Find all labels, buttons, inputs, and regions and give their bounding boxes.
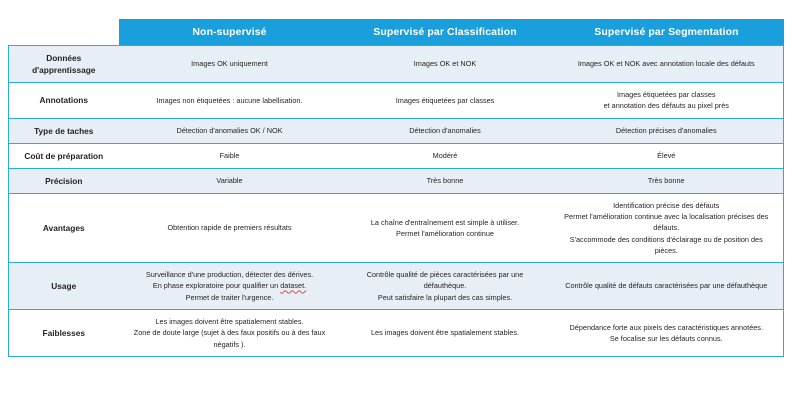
cell-unsupervised: Images non étiquetées : aucune labellisa… (118, 82, 341, 119)
header-cell-non-supervise: Non-supervisé (118, 19, 341, 46)
cell-line: Images OK uniquement (191, 59, 268, 69)
cell-line: Zone de doute large (sujet à des faux po… (133, 328, 326, 349)
cell-line: La chaîne d'entraînement est simple à ut… (370, 217, 520, 227)
cell-line: Images étiquetées par classes (395, 95, 495, 105)
table-row: Données d'apprentissage Images OK uniqueme… (8, 44, 784, 84)
cell-line: Contrôle qualité de défauts caractérisée… (565, 281, 768, 291)
cell-line: Contrôle qualité de pièces caractérisées… (366, 270, 524, 291)
row-label-cell: Avantages (8, 192, 119, 264)
cell-classification: Les images doivent être spatialement sta… (340, 309, 550, 357)
cell-line: Se focalise sur les défauts connus. (609, 333, 723, 343)
table-row: Précision Variable Très bonne Très bonne (8, 167, 784, 194)
comparison-table-container: Non-supervisé Supervisé par Classificati… (8, 19, 784, 357)
cell-segmentation: Détection précises d'anomalies (549, 117, 784, 144)
cell-line: Les images doivent être spatialement sta… (370, 328, 520, 338)
cell-line: Dépendance forte aux pixels des caractér… (569, 322, 764, 332)
cell-line: Faible (219, 151, 240, 160)
cell-segmentation: Contrôle qualité de défauts caractérisée… (549, 262, 784, 311)
cell-unsupervised: Les images doivent être spatialement sta… (118, 309, 341, 357)
cell-unsupervised: Détection d'anomalies OK / NOK (118, 117, 341, 144)
cell-classification: Images OK et NOK (340, 44, 550, 84)
cell-line: Identification précise des défauts (613, 200, 720, 210)
header-row: Non-supervisé Supervisé par Classificati… (8, 19, 784, 46)
table-row: Faiblesses Les images doivent être spatia… (8, 309, 784, 357)
header-cell-supervise-segmentation: Supervisé par Segmentation (549, 19, 784, 46)
table-body: Données d'apprentissage Images OK uniqueme… (8, 44, 784, 357)
cell-segmentation: Dépendance forte aux pixels des caractér… (549, 309, 784, 357)
row-label-line: Annotations (39, 95, 88, 106)
cell-line: Variable (216, 176, 243, 186)
cell-line: Permet de traiter l'urgence. (185, 292, 274, 302)
row-label-cell: Usage (8, 262, 119, 311)
cell-unsupervised: Images OK uniquement (118, 44, 341, 84)
cell-line: Détection d'anomalies OK / NOK (176, 125, 283, 135)
cell-line: Obtention rapide de premiers résultats (167, 223, 292, 233)
row-label-line: Avantages (42, 222, 85, 233)
cell-line: Élevé (657, 151, 676, 160)
comparison-table: Non-supervisé Supervisé par Classificati… (8, 19, 784, 357)
header-cell-corner (8, 19, 119, 46)
table-row: Coût de préparation Faible Modéré Élevé (8, 142, 784, 169)
cell-classification: Modéré (340, 142, 550, 169)
cell-segmentation: Très bonne (549, 167, 784, 194)
cell-segmentation: Images OK et NOK avec annotation locale … (549, 44, 784, 84)
cell-line: Images étiquetées par classes (616, 90, 716, 100)
cell-line: Très bonne (426, 176, 464, 186)
cell-line: et annotation des défauts au pixel près (603, 101, 729, 111)
cell-unsupervised: Obtention rapide de premiers résultats (118, 192, 341, 264)
table-header: Non-supervisé Supervisé par Classificati… (8, 19, 784, 46)
row-label-line: Faiblesses (42, 327, 85, 338)
cell-line: Les images doivent être spatialement sta… (155, 317, 304, 327)
cell-unsupervised: Variable (118, 167, 341, 194)
cell-line: Permet l'amélioration continue avec la l… (564, 211, 769, 233)
cell-line: Détection d'anomalies (409, 125, 481, 135)
row-label-line: Précision (45, 175, 83, 186)
cell-line: Détection précises d'anomalies (615, 125, 717, 135)
row-label-line: Usage (51, 281, 77, 292)
cell-line: En phase exploratoire pour qualifier un … (152, 281, 307, 291)
cell-line: Modéré (432, 151, 458, 160)
cell-segmentation: Élevé (549, 142, 784, 169)
row-label-cell: Faiblesses (8, 309, 119, 357)
row-label-cell: Précision (8, 167, 119, 194)
spellcheck-underline: dataset. (280, 281, 307, 291)
cell-unsupervised: Faible (118, 142, 341, 169)
cell-line: S'accommode des conditions d'éclairage o… (569, 234, 763, 255)
row-label-cell: Annotations (8, 82, 119, 119)
row-label-line: d'apprentissage (32, 65, 96, 76)
cell-unsupervised: Surveillance d'une production, détecter … (118, 262, 341, 311)
cell-classification: Contrôle qualité de pièces caractérisées… (340, 262, 550, 311)
cell-classification: Très bonne (340, 167, 550, 194)
cell-line: Surveillance d'une production, détecter … (145, 270, 314, 280)
cell-line: Images OK et NOK avec annotation locale … (577, 59, 755, 69)
table-row: Avantages Obtention rapide de premiers ré… (8, 192, 784, 264)
table-row: Annotations Images non étiquetées : aucun… (8, 82, 784, 119)
row-label-cell: Coût de préparation (8, 142, 119, 169)
row-label-line: Type de taches (34, 125, 94, 136)
cell-line: Peut satisfaire la plupart des cas simpl… (377, 292, 513, 302)
header-cell-supervise-classification: Supervisé par Classification (340, 19, 550, 46)
row-label-cell: Données d'apprentissage (8, 44, 119, 84)
cell-classification: La chaîne d'entraînement est simple à ut… (340, 192, 550, 264)
row-label-line: Coût de préparation (24, 150, 104, 161)
table-row: Type de taches Détection d'anomalies OK /… (8, 117, 784, 144)
table-row: Usage Surveillance d'une production, déte… (8, 262, 784, 311)
cell-line: Permet l'amélioration continue (396, 228, 494, 238)
cell-classification: Images étiquetées par classes (340, 82, 550, 119)
cell-line: Très bonne (647, 176, 685, 186)
cell-classification: Détection d'anomalies (340, 117, 550, 144)
row-label-line: Données (46, 53, 82, 63)
cell-line: Images non étiquetées : aucune labellisa… (156, 95, 303, 105)
row-label-cell: Type de taches (8, 117, 119, 144)
cell-line: Images OK et NOK (413, 59, 477, 69)
